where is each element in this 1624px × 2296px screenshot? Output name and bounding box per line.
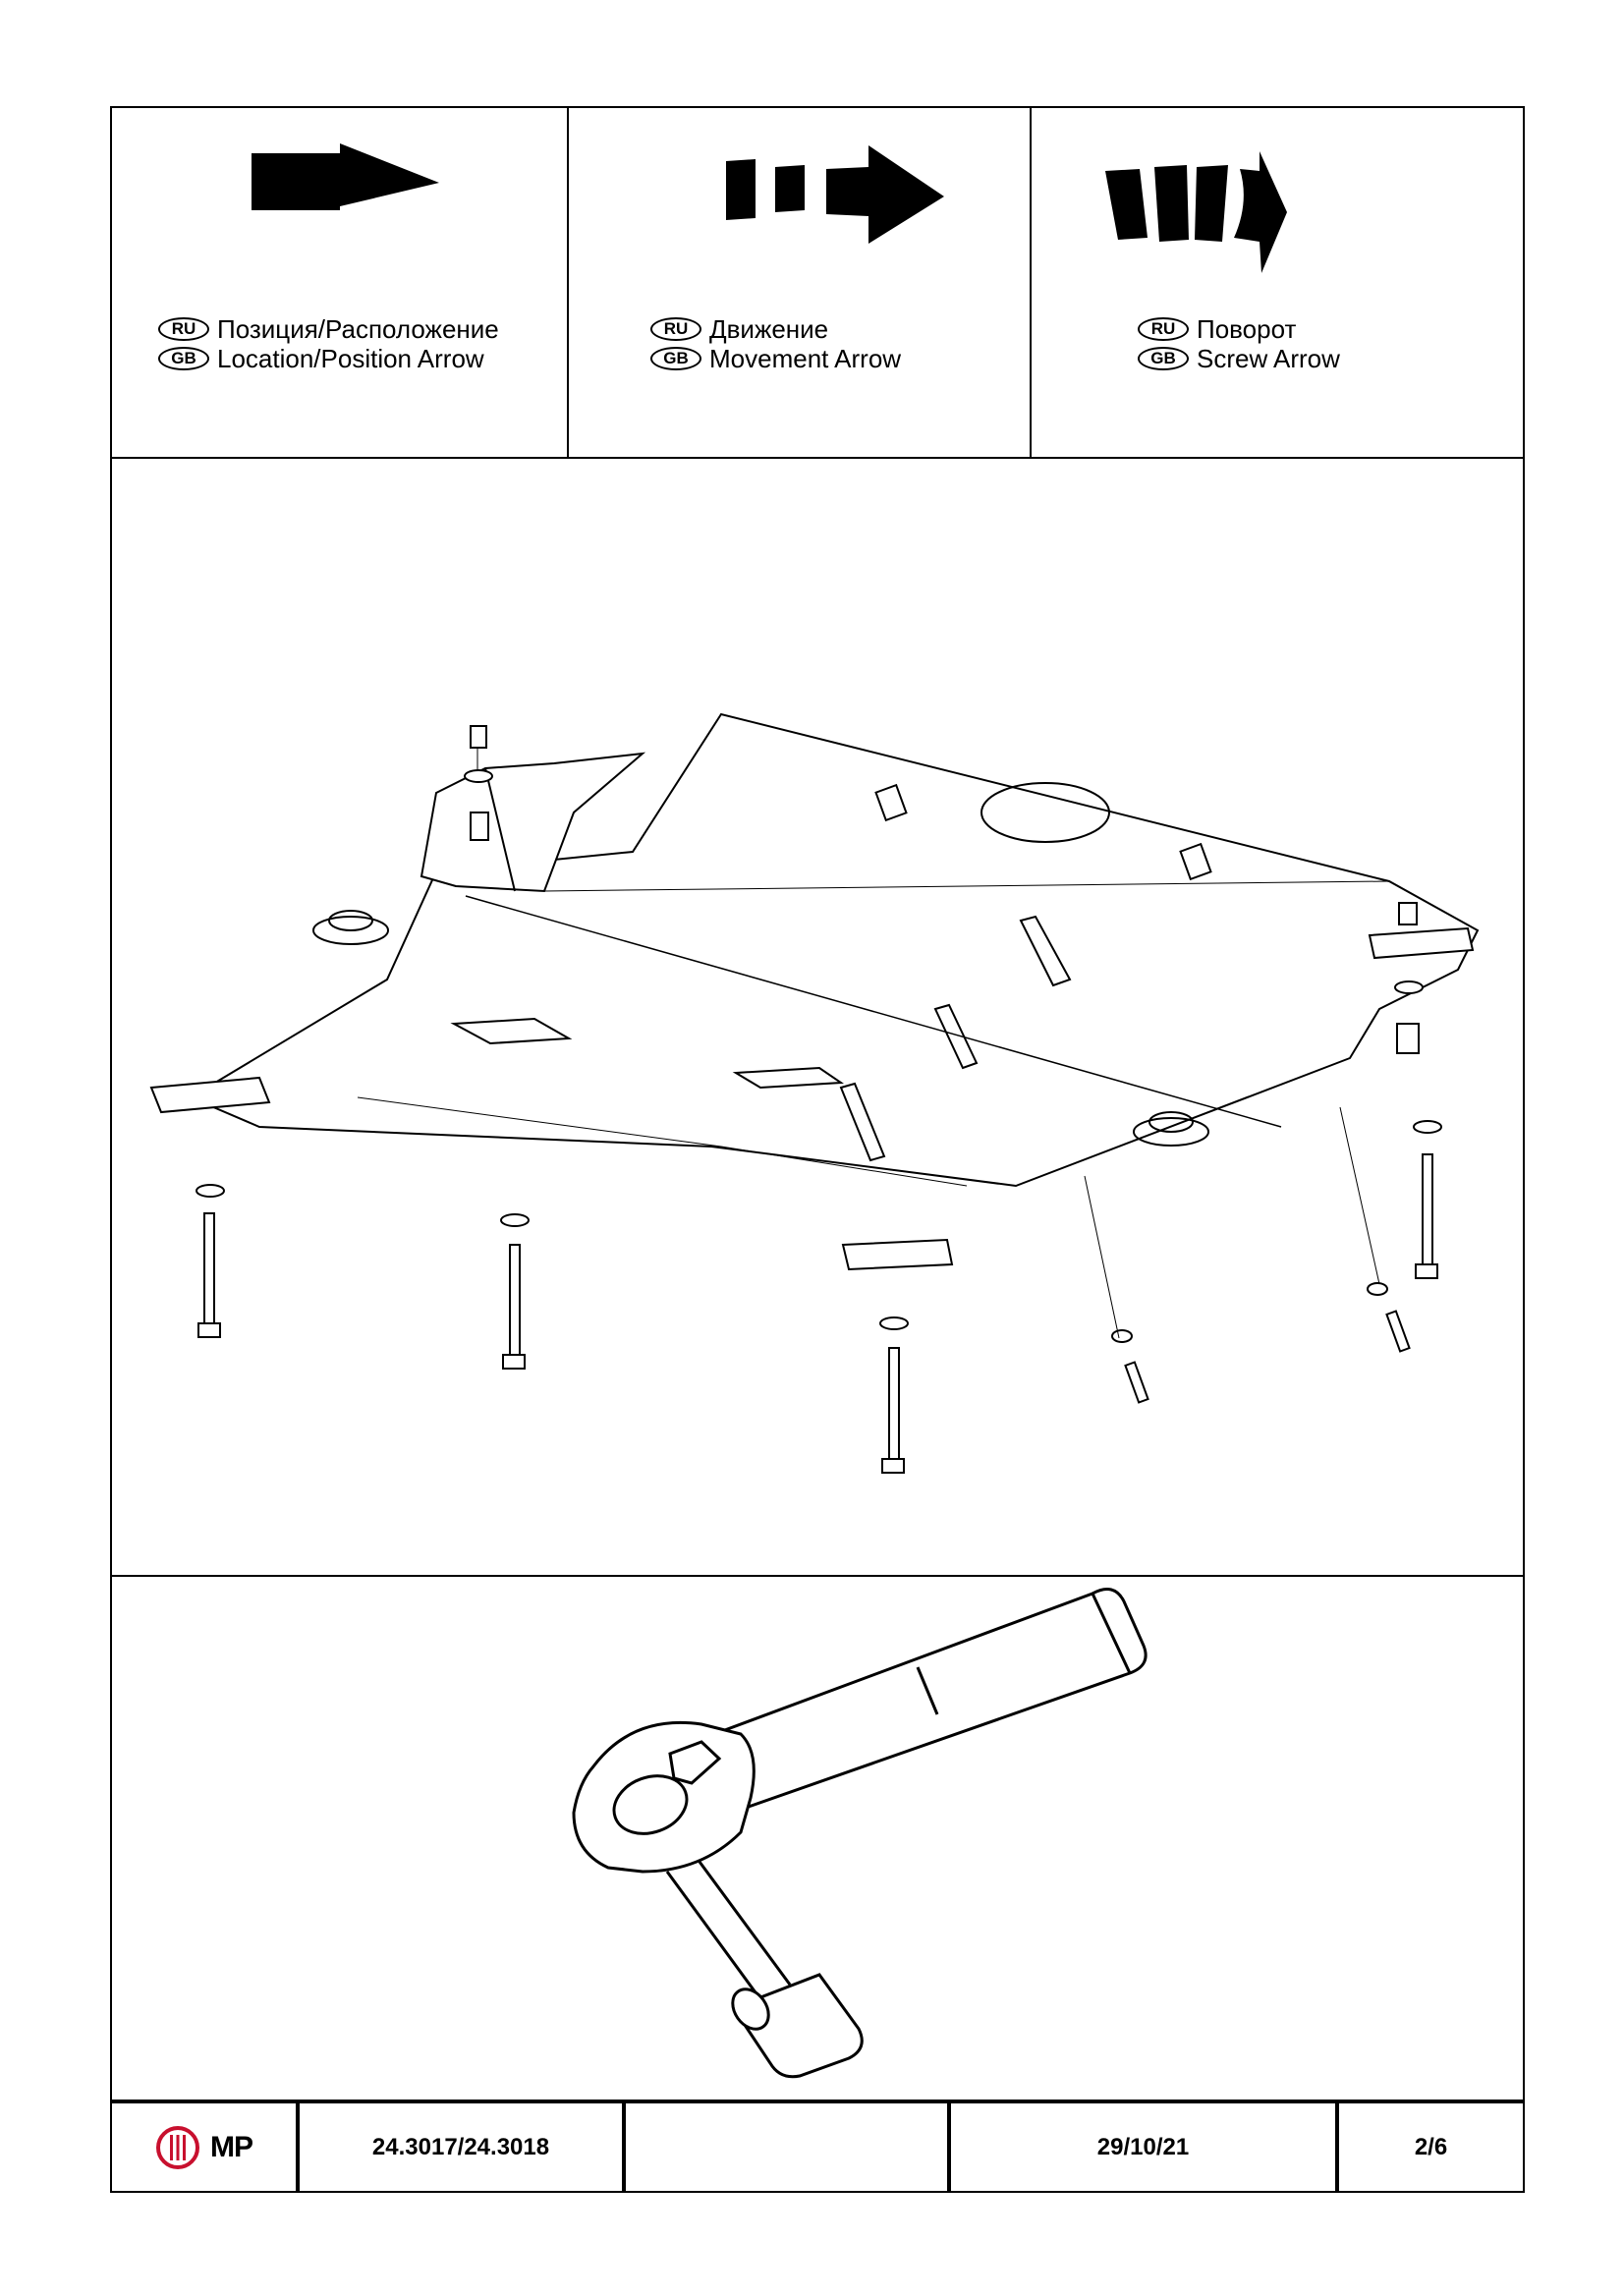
legend-screw-gb: Screw Arrow xyxy=(1197,344,1340,373)
legend-screw: RU Поворот GB Screw Arrow xyxy=(1032,108,1525,457)
page-number: 2/6 xyxy=(1414,2133,1448,2160)
arrow-legend: RU Позиция/Расположение GB Location/Positi… xyxy=(112,108,1523,459)
location-arrow-icon xyxy=(252,143,439,210)
date: 29/10/21 xyxy=(951,2103,1339,2191)
instruction-sheet: RU Позиция/Расположение GB Location/Positi… xyxy=(110,106,1525,2193)
part-number: 24.3017/24.3018 xyxy=(300,2103,626,2191)
blank-cell xyxy=(626,2103,951,2191)
legend-movement-ru: Движение xyxy=(709,314,829,344)
mp-logo-icon xyxy=(156,2125,199,2169)
movement-arrow-icon xyxy=(726,145,944,244)
legend-movement: RU Движение GB Movement Arrow xyxy=(569,108,1032,457)
right-boss xyxy=(1133,1117,1209,1147)
legend-location: RU Позиция/Расположение GB Location/Positi… xyxy=(112,108,569,457)
gb-badge: GB xyxy=(158,347,209,370)
ratchet-wrench-illustration xyxy=(112,1577,1523,2103)
legend-screw-ru: Поворот xyxy=(1197,314,1297,344)
logo-cell: MP xyxy=(112,2103,300,2191)
gb-badge: GB xyxy=(1138,347,1189,370)
legend-location-gb: Location/Position Arrow xyxy=(217,344,484,373)
gb-badge: GB xyxy=(650,347,701,370)
screw-arrow-icon xyxy=(1105,151,1287,273)
legend-location-ru: Позиция/Расположение xyxy=(217,314,499,344)
left-bracket xyxy=(420,752,646,893)
skid-plate xyxy=(188,712,1480,1188)
ru-badge: RU xyxy=(650,317,701,341)
title-block: MP 24.3017/24.3018 29/10/21 2/6 xyxy=(112,2100,1523,2191)
skid-plate-assembly-drawing xyxy=(112,459,1523,1577)
ru-badge: RU xyxy=(158,317,209,341)
ru-badge: RU xyxy=(1138,317,1189,341)
left-boss xyxy=(312,916,389,945)
logo-text: MP xyxy=(210,2130,253,2163)
legend-movement-gb: Movement Arrow xyxy=(709,344,902,373)
oval-cutout xyxy=(980,782,1110,843)
